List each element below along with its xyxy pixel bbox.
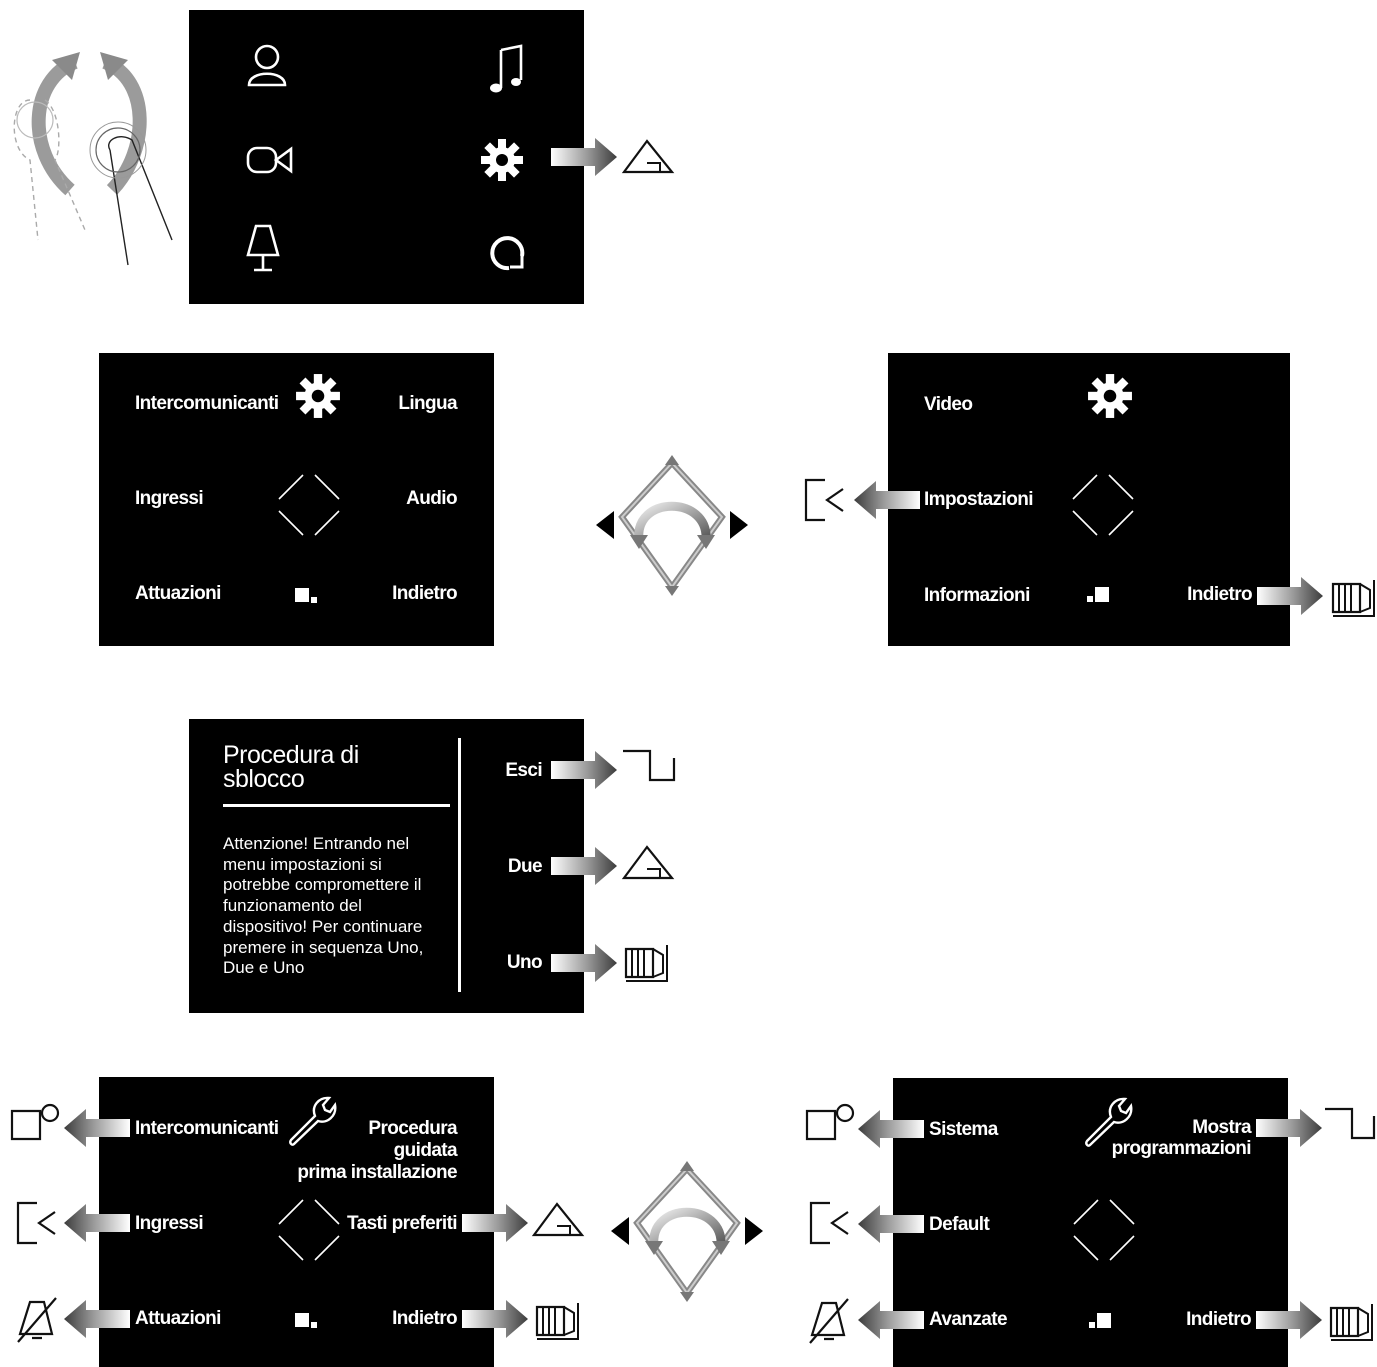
- mostra-line2: programmazioni: [1111, 1138, 1252, 1159]
- arrow-right-icon: [551, 944, 617, 982]
- home-menu-panel: [189, 10, 584, 304]
- menu-item-procedura-guidata[interactable]: Procedura guidata prima installazione: [297, 1118, 457, 1184]
- stripes-button-icon[interactable]: [534, 1301, 582, 1341]
- stripes-button-icon[interactable]: [623, 943, 671, 983]
- gear-icon[interactable]: [480, 138, 524, 182]
- installation-menu-page2-panel: Sistema Mostra programmazioni Default Av…: [893, 1078, 1288, 1367]
- menu-item-indietro[interactable]: Indietro: [1186, 1309, 1251, 1330]
- menu-item-sistema[interactable]: Sistema: [929, 1119, 998, 1140]
- page-indicator-icon: [295, 588, 317, 603]
- settings-menu-page2-panel: Video Impostazioni Informazioni Indietro: [888, 353, 1290, 646]
- arrow-right-icon: [1256, 1301, 1322, 1339]
- arrow-left-icon: [858, 1205, 924, 1243]
- unlock-title: Procedura di sblocco: [223, 741, 359, 793]
- arrow-right-icon: [462, 1300, 528, 1338]
- navigation-diamond-icon: [278, 474, 340, 536]
- navigation-diamond-icon: [278, 1199, 340, 1261]
- camera-icon[interactable]: [245, 144, 295, 176]
- arrow-left-icon: [64, 1300, 130, 1338]
- menu-item-indietro[interactable]: Indietro: [392, 583, 457, 604]
- lamp-icon[interactable]: [245, 223, 281, 275]
- arrow-right-icon: [462, 1204, 528, 1242]
- finger-rotate-gesture-icon: [13, 52, 173, 266]
- exit-button[interactable]: Esci: [505, 760, 542, 781]
- triangle-button-icon[interactable]: [620, 137, 678, 177]
- procedura-line3: prima installazione: [297, 1162, 457, 1183]
- muted-bell-icon[interactable]: [14, 1296, 60, 1344]
- navigation-diamond-icon: [1072, 474, 1134, 536]
- arrow-left-icon: [858, 1301, 924, 1339]
- title-underline: [223, 804, 450, 807]
- music-note-icon[interactable]: [487, 44, 527, 96]
- menu-item-intercomunicanti[interactable]: Intercomunicanti: [135, 1118, 279, 1139]
- menu-item-impostazioni[interactable]: Impostazioni: [924, 489, 1034, 510]
- circle-button-icon[interactable]: [803, 1103, 857, 1143]
- gear-icon: [1088, 374, 1132, 418]
- one-button[interactable]: Uno: [506, 952, 543, 973]
- menu-item-lingua[interactable]: Lingua: [398, 393, 457, 414]
- step-button-icon[interactable]: [620, 746, 678, 786]
- menu-item-audio[interactable]: Audio: [406, 488, 457, 509]
- arrow-right-icon: [1256, 1109, 1322, 1147]
- step-button-icon[interactable]: [1322, 1104, 1377, 1144]
- menu-item-intercomunicanti[interactable]: Intercomunicanti: [135, 393, 279, 414]
- procedura-line1: Procedura: [368, 1118, 457, 1139]
- wrench-icon: [289, 1096, 337, 1146]
- menu-item-mostra-programmazioni[interactable]: Mostra programmazioni: [1111, 1117, 1252, 1159]
- menu-item-attuazioni[interactable]: Attuazioni: [135, 1308, 221, 1329]
- navigation-diamond-icon: [1073, 1199, 1135, 1261]
- page-indicator-icon: [1089, 1313, 1111, 1328]
- circle-button-icon[interactable]: [8, 1103, 62, 1143]
- arrow-left-icon: [858, 1110, 924, 1148]
- stripes-button-icon[interactable]: [1328, 1302, 1376, 1342]
- refresh-icon[interactable]: [488, 232, 528, 276]
- arrow-right-icon: [551, 138, 617, 176]
- two-button[interactable]: Due: [507, 856, 543, 877]
- arrow-right-icon: [551, 751, 617, 789]
- menu-item-tasti-preferiti[interactable]: Tasti preferiti: [347, 1213, 458, 1234]
- user-icon[interactable]: [245, 42, 289, 88]
- menu-item-indietro[interactable]: Indietro: [1187, 584, 1252, 605]
- stripes-button-icon[interactable]: [1330, 578, 1377, 618]
- triangle-button-icon[interactable]: [530, 1200, 588, 1240]
- bracket-button-icon[interactable]: [803, 477, 849, 523]
- arrow-right-icon: [1257, 577, 1323, 615]
- rotate-navigation-icon: [611, 1161, 763, 1302]
- bracket-button-icon[interactable]: [15, 1200, 61, 1246]
- procedura-line2: guidata: [393, 1140, 458, 1161]
- menu-item-ingressi[interactable]: Ingressi: [135, 488, 204, 509]
- menu-item-avanzate[interactable]: Avanzate: [929, 1309, 1008, 1330]
- rotate-navigation-icon: [596, 455, 748, 596]
- menu-item-default[interactable]: Default: [929, 1214, 990, 1235]
- page-indicator-icon: [295, 1313, 317, 1328]
- unlock-procedure-panel: Procedura di sblocco Attenzione! Entrand…: [189, 719, 584, 1013]
- page-indicator-icon: [1087, 587, 1109, 602]
- menu-item-ingressi[interactable]: Ingressi: [135, 1213, 204, 1234]
- triangle-button-icon[interactable]: [620, 843, 678, 883]
- menu-item-indietro[interactable]: Indietro: [392, 1308, 457, 1329]
- wrench-icon: [1085, 1097, 1133, 1147]
- gear-icon: [296, 374, 340, 418]
- mostra-line1: Mostra: [1192, 1117, 1251, 1138]
- arrow-left-icon: [854, 481, 920, 519]
- bracket-button-icon[interactable]: [808, 1200, 854, 1246]
- arrow-right-icon: [551, 847, 617, 885]
- muted-bell-icon[interactable]: [806, 1297, 852, 1345]
- arrow-left-icon: [64, 1109, 130, 1147]
- arrow-left-icon: [64, 1204, 130, 1242]
- vertical-divider: [458, 738, 461, 992]
- menu-item-video[interactable]: Video: [924, 394, 973, 415]
- menu-item-attuazioni[interactable]: Attuazioni: [135, 583, 221, 604]
- menu-item-informazioni[interactable]: Informazioni: [924, 585, 1030, 606]
- unlock-warning-text: Attenzione! Entrando nel menu impostazio…: [223, 834, 424, 978]
- installation-menu-panel: Intercomunicanti Procedura guidata prima…: [99, 1077, 494, 1367]
- settings-menu-panel: Intercomunicanti Lingua Ingressi Audio A…: [99, 353, 494, 646]
